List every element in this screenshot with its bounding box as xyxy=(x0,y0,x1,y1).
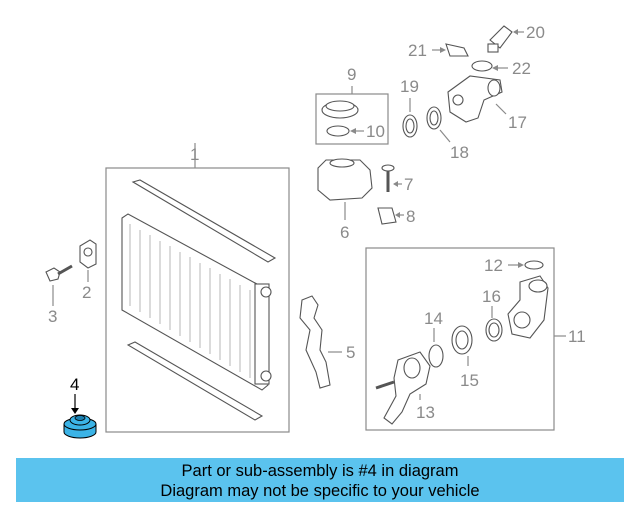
callout-14: 14 xyxy=(424,309,443,328)
air-guide-part xyxy=(299,295,342,389)
callout-11: 11 xyxy=(568,327,586,346)
callout-4: 4 xyxy=(70,375,79,394)
reservoir-cap-part xyxy=(321,100,364,137)
parts-diagram: 1 2 3 4 5 6 9 xyxy=(45,23,586,439)
o-ring-part-14 xyxy=(428,328,444,368)
expansion-tank-part xyxy=(317,158,373,220)
callout-5: 5 xyxy=(346,343,355,362)
callout-15: 15 xyxy=(460,371,479,390)
bolt-part-3 xyxy=(45,264,73,306)
info-banner: Part or sub-assembly is #4 in diagram Di… xyxy=(16,458,624,502)
mount-bracket-part xyxy=(79,239,97,282)
thermostat-part-15 xyxy=(451,325,473,366)
callout-22: 22 xyxy=(512,59,531,78)
callout-12: 12 xyxy=(484,256,503,275)
banner-line-1: Part or sub-assembly is #4 in diagram xyxy=(181,462,459,480)
cap-group-box xyxy=(315,93,389,145)
callout-3: 3 xyxy=(48,307,57,326)
thermostat-housing-part xyxy=(507,275,549,339)
radiator-assembly-box xyxy=(105,143,290,433)
screw-part-7 xyxy=(381,164,402,192)
callout-21: 21 xyxy=(408,41,427,60)
callout-17: 17 xyxy=(508,113,527,132)
pipe-part-13 xyxy=(375,351,431,425)
callout-10: 10 xyxy=(366,122,385,141)
callout-8: 8 xyxy=(406,207,415,226)
o-ring-part-22 xyxy=(471,60,508,72)
callout-18: 18 xyxy=(450,143,469,162)
callout-19: 19 xyxy=(400,77,419,96)
water-pump-group-box xyxy=(365,247,555,431)
seal-part-16 xyxy=(485,306,503,342)
gasket-part-21 xyxy=(432,43,469,57)
callout-20: 20 xyxy=(526,23,545,42)
o-ring-part-12 xyxy=(508,260,544,270)
callout-2: 2 xyxy=(82,283,91,302)
callout-16: 16 xyxy=(482,287,501,306)
callout-6: 6 xyxy=(340,223,349,242)
seal-ring-part-18 xyxy=(426,106,451,143)
coolant-flange-part-17 xyxy=(447,75,507,123)
mount-bushing-highlighted xyxy=(63,414,97,439)
banner-line-2: Diagram may not be specific to your vehi… xyxy=(160,482,480,500)
gasket-part-19 xyxy=(402,98,418,138)
clip-nut-part-8 xyxy=(377,207,404,225)
callout-9: 9 xyxy=(347,65,356,84)
callout-13: 13 xyxy=(416,403,435,422)
sensor-part-20 xyxy=(487,25,524,53)
callout-7: 7 xyxy=(404,175,413,194)
callout-1: 1 xyxy=(190,145,199,164)
